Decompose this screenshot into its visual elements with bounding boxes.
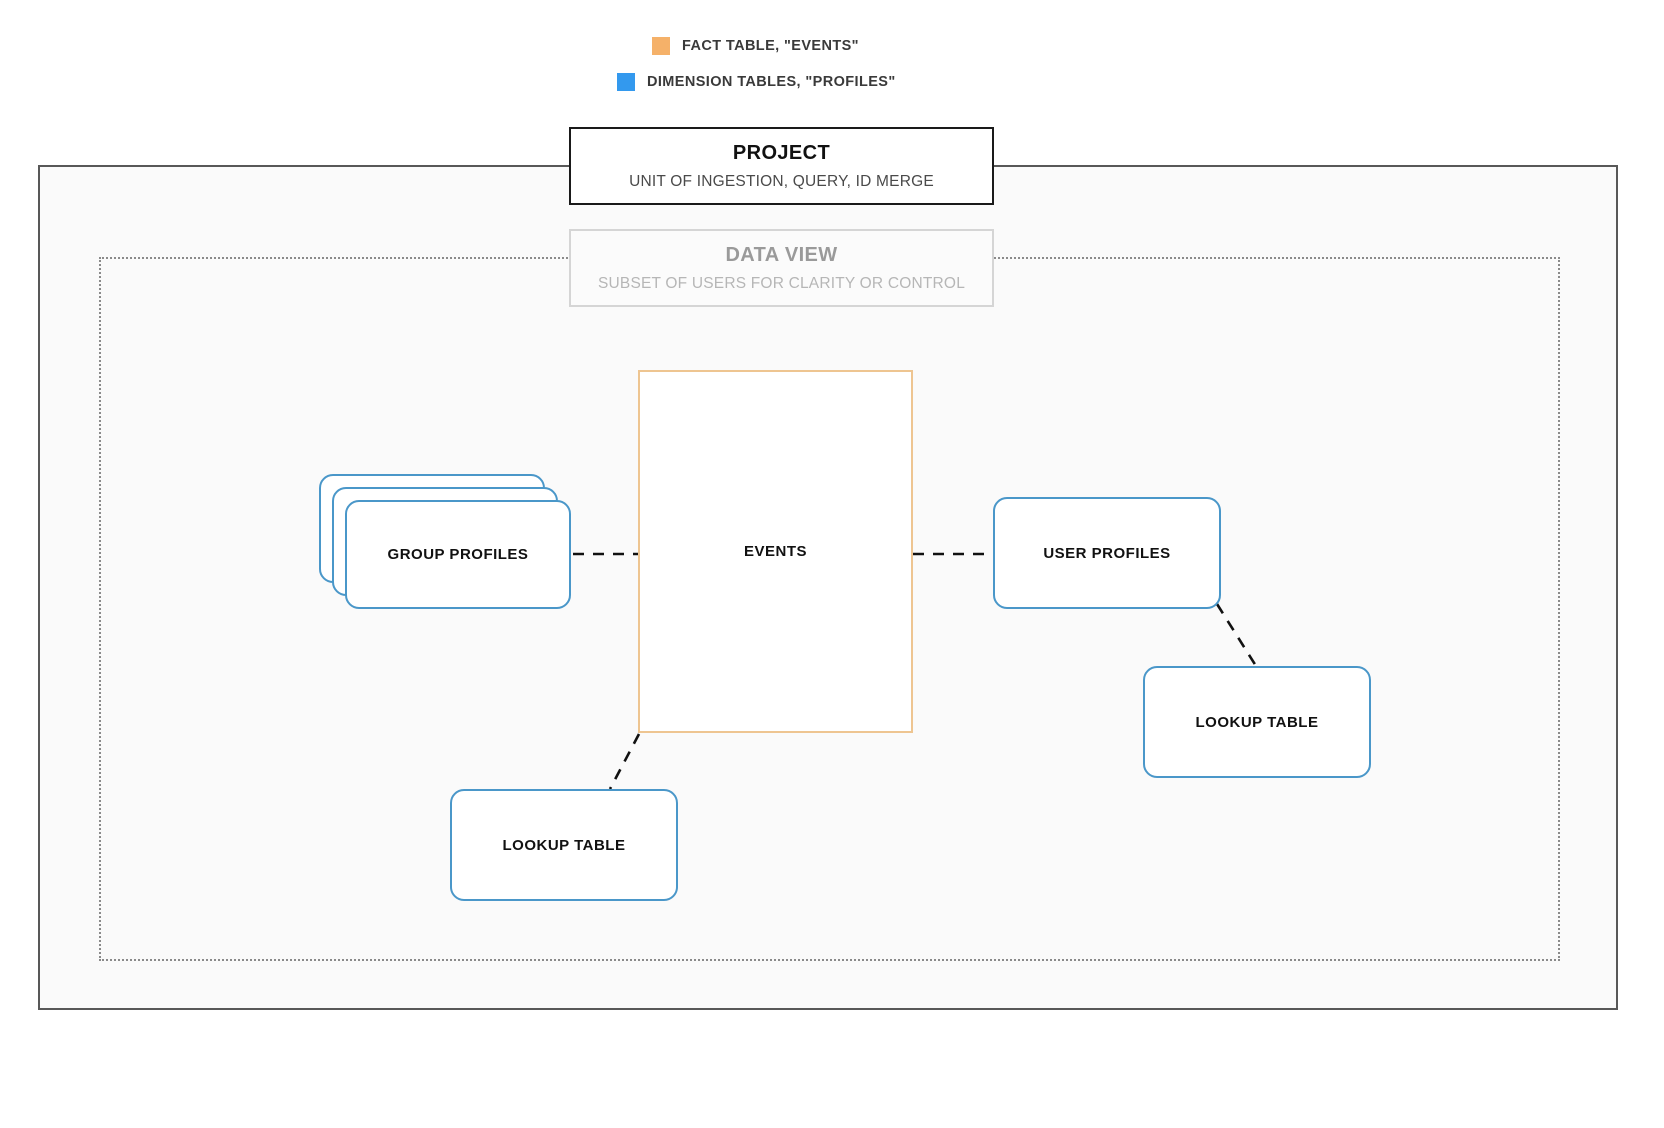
node-events[interactable]: EVENTS [638, 370, 913, 733]
project-subtitle: UNIT OF INGESTION, QUERY, ID MERGE [629, 172, 934, 190]
node-group-profiles-label: GROUP PROFILES [387, 546, 529, 563]
blue-square-swatch-icon [617, 73, 635, 91]
project-header-card: PROJECT UNIT OF INGESTION, QUERY, ID MER… [569, 127, 994, 205]
data-view-title: DATA VIEW [725, 243, 838, 266]
orange-square-swatch-icon [652, 37, 670, 55]
node-user-profiles-label: USER PROFILES [1043, 544, 1171, 562]
group-profiles-stack-card-front[interactable]: GROUP PROFILES [345, 500, 571, 609]
legend-label-dimension-tables: DIMENSION TABLES, "PROFILES" [647, 74, 896, 90]
node-lookup-table-left-label: LOOKUP TABLE [502, 836, 626, 854]
node-events-label: EVENTS [743, 543, 807, 560]
legend-item-dimension-tables: DIMENSION TABLES, "PROFILES" [617, 73, 896, 91]
node-lookup-table-left[interactable]: LOOKUP TABLE [450, 789, 678, 901]
legend-label-fact-table: FACT TABLE, "EVENTS" [682, 38, 859, 54]
node-group-profiles[interactable]: GROUP PROFILES [319, 474, 571, 609]
data-view-subtitle: SUBSET OF USERS FOR CLARITY OR CONTROL [597, 274, 966, 292]
node-lookup-table-right-label: LOOKUP TABLE [1195, 713, 1319, 731]
project-title: PROJECT [732, 141, 831, 164]
node-lookup-table-right[interactable]: LOOKUP TABLE [1143, 666, 1371, 778]
data-view-header-card: DATA VIEW SUBSET OF USERS FOR CLARITY OR… [569, 229, 994, 307]
node-user-profiles[interactable]: USER PROFILES [993, 497, 1221, 609]
legend-item-fact-table: FACT TABLE, "EVENTS" [652, 37, 859, 55]
